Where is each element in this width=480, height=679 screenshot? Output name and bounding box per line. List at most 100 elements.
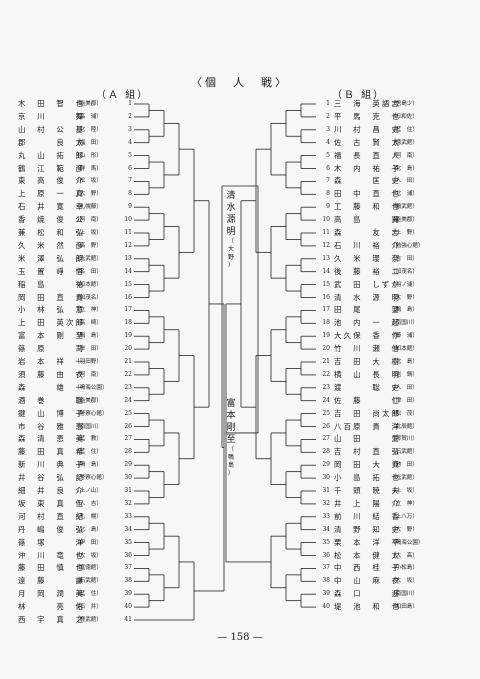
entrant-name: 岡 田 直 貴 (18, 292, 86, 302)
runner-up-char: 富 (226, 399, 236, 409)
entrant-team: （鴨 島） (74, 333, 102, 340)
entrant-name: 遠 藤 謙 (18, 576, 86, 586)
entrant-seed-number: 31 (322, 487, 330, 494)
entrant-name: 岩 本 祥 一 (18, 357, 86, 366)
entrant-seed-number: 21 (124, 358, 132, 365)
entrant-team: （藍 教） (74, 436, 102, 443)
entrant-seed-number: 3 (326, 125, 330, 133)
entrant-name: 稲 島 祐 (18, 279, 86, 289)
entrant-seed-number: 39 (322, 590, 330, 598)
entrant-team: （上八万） (390, 513, 418, 520)
entrant-team: （光武館） (74, 255, 102, 262)
entrant-seed-number: 15 (124, 280, 132, 288)
entrant-seed-number: 33 (124, 512, 132, 520)
entrant-name: 中 西 桂 子 (334, 563, 402, 573)
entrant-team: （鶴武館） (390, 204, 418, 211)
entrant-team: （山 形） (74, 152, 102, 159)
entrant-name: 米 澤 弘 朗 (18, 253, 86, 263)
entrant-name: 佐 藤 仁 (334, 395, 402, 405)
entrant-team: （石武館） (390, 449, 418, 456)
entrant-name: 新 川 典 子 (18, 460, 86, 470)
entrant-seed-number: 40 (124, 603, 132, 611)
entrant-team: （上 野） (390, 230, 418, 236)
entrant-seed-number: 26 (322, 422, 330, 430)
entrant-seed-number: 24 (124, 396, 132, 404)
entrant-seed-number: 31 (124, 487, 132, 494)
entrant-team: （大 野） (390, 294, 418, 301)
entrant-team: （津 田） (390, 397, 418, 404)
entrant-team: （阿 南） (74, 217, 102, 224)
runner-up-team-char: ） (227, 470, 234, 477)
entrant-team: （人 田） (390, 178, 418, 185)
entrant-seed-number: 4 (326, 138, 330, 146)
entrant-team: （藤 浦） (390, 333, 418, 340)
entrant-seed-number: 22 (124, 370, 132, 378)
entrant-name: 久 米 瓔 奈 (334, 253, 402, 263)
entrant-name: 佐 古 賢 太 (334, 137, 402, 147)
entrant-seed-number: 1 (326, 100, 330, 107)
entrant-name: 市 谷 雅 恵 (18, 421, 86, 431)
entrant-team: （鹿武館） (74, 617, 102, 623)
entrant-name: 川 村 昌 史 (334, 124, 402, 134)
entrant-name: 西 宇 真 之 (18, 615, 86, 624)
entrant-seed-number: 18 (124, 319, 132, 327)
entrant-team: （上 坂） (390, 488, 418, 494)
section-title: 〈個 人 戦〉 (191, 76, 289, 89)
entrant-team: （藍 住） (74, 449, 102, 456)
entrant-team: （南国川） (390, 591, 418, 598)
entrant-team: （高 浦） (74, 113, 102, 120)
entrant-team: （警察心館） (74, 475, 108, 482)
entrant-team: （藍 住） (74, 591, 102, 598)
entrant-seed-number: 15 (322, 280, 330, 288)
entrant-name: 八百原 貴 洋 (334, 421, 402, 431)
entrant-team: （鳴海公園） (390, 539, 424, 546)
entrant-name: 森 匡 史 (334, 176, 402, 186)
entrant-seed-number: 38 (322, 577, 330, 585)
entrant-name: 細 井 良 介 (18, 486, 86, 495)
entrant-name: 田 中 直 也 (334, 189, 402, 199)
entrant-name: 堤 池 和 也 (334, 602, 402, 612)
entrant-name: 福 長 直 人 (334, 150, 402, 160)
entrant-seed-number: 17 (124, 306, 132, 314)
runner-up-label: 富 本 剛 至 （ 鴨 島 ） (223, 398, 239, 478)
entrant-seed-number: 6 (326, 164, 330, 172)
entrant-seed-number: 5 (326, 151, 330, 159)
entrant-name: 小 島 拓 也 (334, 473, 402, 483)
entrant-name: 木 内 祐 子 (334, 163, 402, 173)
entrant-seed-number: 9 (128, 203, 132, 211)
entrant-team: （南国川） (390, 320, 418, 327)
entrant-seed-number: 25 (322, 409, 330, 417)
entrant-seed-number: 19 (322, 332, 330, 340)
entrant-seed-number: 12 (322, 241, 330, 249)
entrant-name: 河 村 直 紀 (18, 511, 86, 521)
entrant-seed-number: 7 (128, 177, 132, 185)
entrant-seed-number: 34 (322, 525, 330, 533)
entrant-name: 丹 嶋 俊 弘 (18, 524, 86, 534)
entrant-team: （大 野） (390, 526, 418, 533)
entrant-seed-number: 25 (124, 409, 132, 417)
entrant-name: 山 田 愛 (334, 434, 402, 444)
entrant-name: 郡 良 太 (18, 137, 86, 147)
entrant-team: （光武館） (390, 475, 418, 482)
entrant-team: （人 吉） (74, 500, 102, 507)
entrant-team: （鴨 島） (390, 307, 418, 314)
entrant-seed-number: 35 (322, 538, 330, 546)
entrant-team: （徳武館） (390, 139, 418, 146)
entrant-team: （上 坂） (74, 230, 102, 236)
entrant-name: 栗 本 洋 平 (334, 537, 402, 547)
entrant-name: 前 川 結 香 (334, 511, 402, 521)
entrant-team: （知本館） (390, 346, 418, 353)
page-number: — 158 — (217, 632, 263, 643)
group-b-heading: （Ｂ 組） (332, 90, 386, 101)
entrant-seed-number: 20 (322, 345, 330, 353)
entrant-seed-number: 10 (124, 216, 132, 224)
entrant-seed-number: 6 (128, 164, 132, 172)
entrant-seed-number: 20 (124, 345, 132, 353)
entrant-name: 久 米 然 彦 (18, 240, 86, 250)
entrant-name: 森 清 恵 美 (18, 434, 86, 444)
entrant-name: 井 上 陽 介 (334, 498, 402, 508)
entrant-name: 富 本 剛 至 (18, 331, 86, 341)
runner-up-char: 本 (226, 411, 236, 421)
entrant-name: 兼 松 和 弘 (18, 228, 86, 237)
